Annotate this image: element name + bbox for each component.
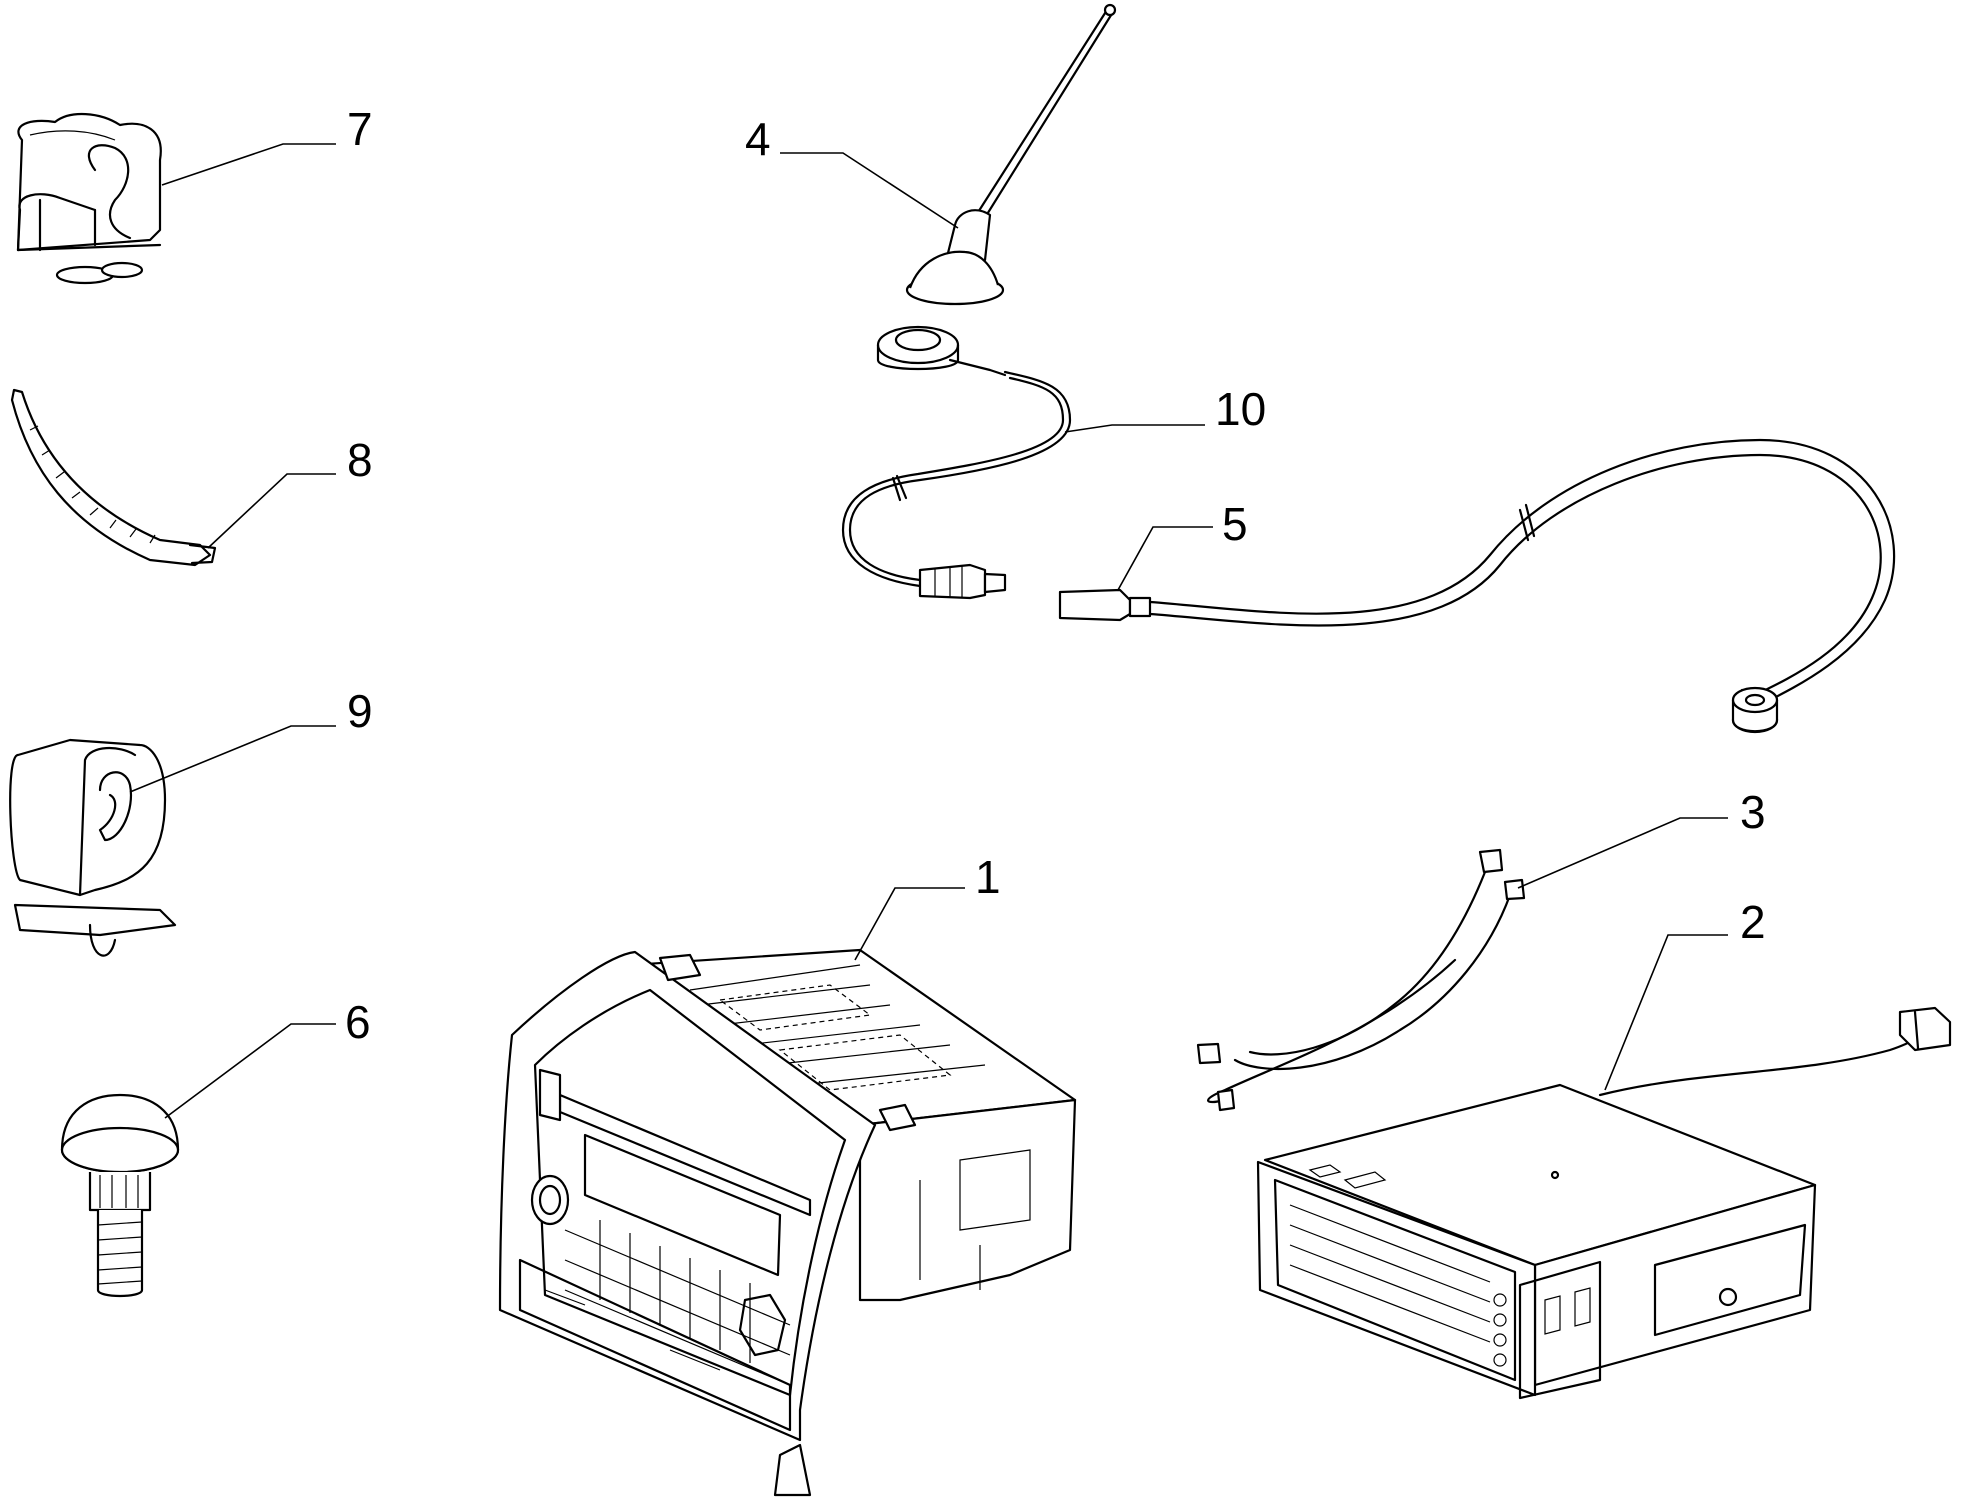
callout-4: 4 — [745, 113, 771, 165]
leader-4 — [780, 152, 959, 229]
leader-9 — [129, 725, 336, 793]
part-4-antenna-mast — [905, 3, 1117, 306]
leader-3 — [1517, 817, 1728, 889]
leader-2 — [1604, 934, 1728, 1091]
part-5-extension-cable — [1058, 438, 1896, 734]
part-2-cd-changer — [1256, 1006, 1952, 1400]
part-9-spring-clip — [9, 738, 177, 957]
leader-10 — [1064, 424, 1205, 433]
leader-8 — [207, 473, 336, 549]
leader-1 — [854, 887, 965, 961]
callout-5: 5 — [1222, 498, 1248, 550]
callout-3: 3 — [1740, 786, 1766, 838]
callout-6: 6 — [345, 996, 371, 1048]
part-10-antenna-cable — [841, 325, 1072, 600]
callout-9: 9 — [347, 685, 373, 737]
callout-1: 1 — [975, 851, 1001, 903]
part-1-radio-unit — [498, 948, 1077, 1497]
callout-labels: 1 2 3 4 5 6 7 8 9 10 — [345, 103, 1766, 1048]
part-8-cable-tie — [10, 388, 217, 567]
callout-7: 7 — [347, 103, 373, 155]
leader-lines — [129, 143, 1728, 1119]
leader-5 — [1117, 526, 1213, 591]
part-7-cable-clip — [16, 112, 162, 285]
part-6-push-pin — [60, 1093, 180, 1298]
callout-2: 2 — [1740, 896, 1766, 948]
callout-10: 10 — [1215, 383, 1266, 435]
part-3-wiring-harness — [1196, 848, 1526, 1112]
leader-6 — [164, 1023, 336, 1119]
leader-7 — [161, 143, 336, 186]
callout-8: 8 — [347, 434, 373, 486]
